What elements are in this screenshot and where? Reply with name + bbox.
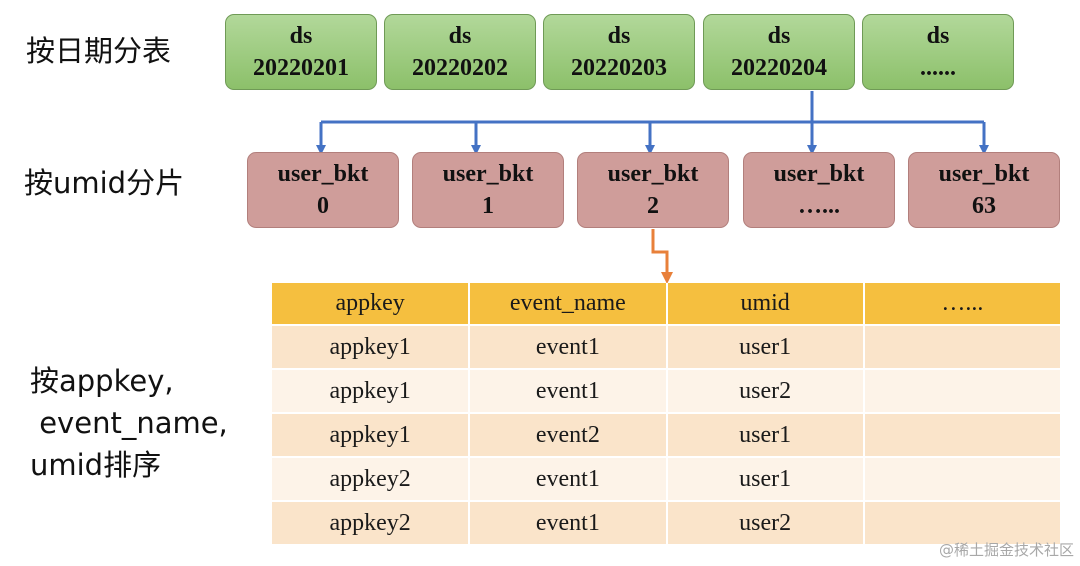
table-row: appkey1 event1 user2: [272, 369, 1063, 414]
bucket-index: 1: [482, 193, 494, 219]
bucket-name: user_bkt: [607, 161, 699, 187]
date-table-value: 20220203: [571, 55, 667, 81]
table-cell: appkey2: [272, 501, 471, 546]
table-cell: event1: [469, 325, 668, 370]
bucket-index: 2: [647, 193, 659, 219]
user-bucket-box: user_bkt 63: [908, 152, 1060, 228]
table-row: appkey1 event1 user1: [272, 325, 1063, 370]
date-table-key: ds: [767, 23, 791, 49]
table-header-row: appkey event_name umid …...: [272, 283, 1063, 326]
date-table-value: 20220202: [412, 55, 508, 81]
column-header: …...: [863, 283, 1063, 326]
table-cell: user1: [666, 325, 865, 370]
date-table-box: ds 20220203: [543, 14, 695, 90]
table-cell: event1: [469, 457, 668, 502]
bucket-index: 0: [317, 193, 329, 219]
sorted-data-table: appkey event_name umid …... appkey1 even…: [272, 283, 1063, 546]
date-table-key: ds: [926, 23, 950, 49]
date-table-value: 20220201: [253, 55, 349, 81]
table-cell: user1: [666, 413, 865, 458]
bucket-name: user_bkt: [277, 161, 369, 187]
bucket-name: user_bkt: [442, 161, 534, 187]
table-cell: event2: [469, 413, 668, 458]
user-bucket-box: user_bkt 0: [247, 152, 399, 228]
watermark: @稀土掘金技术社区: [938, 541, 1074, 559]
table-cell: event1: [469, 501, 668, 546]
table-cell: appkey1: [272, 413, 471, 458]
bucket-index: …...: [798, 193, 840, 219]
table-cell: [863, 369, 1063, 414]
shard-by-umid-label: 按umid分片: [24, 166, 185, 200]
date-table-key: ds: [448, 23, 472, 49]
table-cell: [863, 457, 1063, 502]
table-cell: appkey1: [272, 325, 471, 370]
bucket-name: user_bkt: [773, 161, 865, 187]
sort-label-line-1: 按appkey,: [30, 364, 174, 398]
sort-label-line-2: event_name,: [30, 406, 228, 440]
sort-label-line-3: umid排序: [30, 448, 162, 482]
table-cell: event1: [469, 369, 668, 414]
bucket-name: user_bkt: [938, 161, 1030, 187]
table-cell: appkey1: [272, 369, 471, 414]
table-cell: [863, 413, 1063, 458]
sort-arrow: [651, 229, 673, 284]
date-table-box: ds 20220201: [225, 14, 377, 90]
table-cell: user1: [666, 457, 865, 502]
user-bucket-box: user_bkt 2: [577, 152, 729, 228]
date-table-key: ds: [289, 23, 313, 49]
table-cell: [863, 325, 1063, 370]
bucket-index: 63: [972, 193, 996, 219]
user-bucket-box: user_bkt …...: [743, 152, 895, 228]
date-table-box: ds 20220204: [703, 14, 855, 90]
table-cell: user2: [666, 369, 865, 414]
table-cell: [863, 501, 1063, 546]
table-row: appkey2 event1 user1: [272, 457, 1063, 502]
date-table-box: ds ......: [862, 14, 1014, 90]
column-header: umid: [666, 283, 865, 326]
date-table-key: ds: [607, 23, 631, 49]
table-row: appkey2 event1 user2: [272, 501, 1063, 546]
table-cell: user2: [666, 501, 865, 546]
date-table-value: ......: [920, 55, 956, 81]
table-cell: appkey2: [272, 457, 471, 502]
partition-by-date-label: 按日期分表: [26, 34, 172, 68]
date-table-box: ds 20220202: [384, 14, 536, 90]
column-header: appkey: [272, 283, 471, 326]
date-table-value: 20220204: [731, 55, 827, 81]
table-row: appkey1 event2 user1: [272, 413, 1063, 458]
user-bucket-box: user_bkt 1: [412, 152, 564, 228]
column-header: event_name: [469, 283, 668, 326]
sort-order-label: 按appkey, event_name, umid排序: [30, 360, 228, 486]
